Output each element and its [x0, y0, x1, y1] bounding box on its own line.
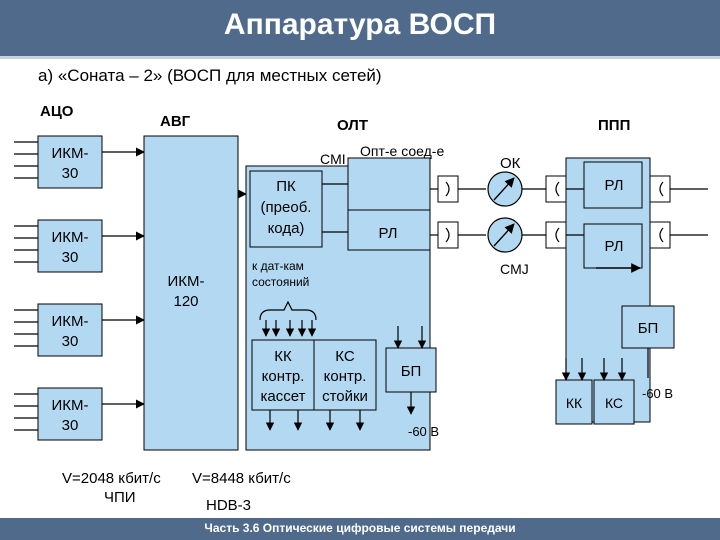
optical-connection-box [347, 157, 431, 211]
ks-label-line2: контр. [324, 368, 367, 385]
ks-label: КС [605, 395, 623, 411]
rl-label: РЛ [604, 238, 623, 255]
kk-label-line2: контр. [262, 368, 305, 385]
sensors-brace [259, 300, 317, 321]
olt-bp-box: БП [385, 347, 437, 393]
olt-rl-box: РЛ [347, 209, 431, 251]
input-lines [14, 141, 38, 431]
ppp-input-box-1 [545, 175, 567, 203]
ikm30-label-line2: 30 [62, 333, 79, 350]
ikm120-block: ИКМ- 120 [143, 135, 239, 451]
block-diagram: АЦО АВГ ОЛТ ППП ИКМ- 30 ИКМ- 30 ИКМ- 30 … [14, 103, 708, 514]
olt-bp-arrows [393, 326, 427, 415]
ikm30-label-line1: ИКМ- [51, 229, 88, 246]
subtitle: а) «Соната – 2» (ВОСП для местных сетей) [38, 66, 382, 85]
ppp-kk-box: КК [555, 379, 593, 425]
pk-box: ПК (преоб. кода) [249, 170, 323, 248]
kk-label-line3: кассет [261, 388, 306, 405]
optical-cable-icon-2 [487, 217, 523, 253]
footer-bar: Часть 3.6 Оптические цифровые системы пе… [0, 518, 720, 540]
sensor-arrows [261, 320, 317, 337]
section-label-acu: АЦО [40, 103, 74, 120]
ks-label: КС [335, 348, 355, 365]
sensors-label-line2: состояний [252, 275, 309, 289]
ikm30-label-line1: ИКМ- [51, 397, 88, 414]
pk-label-line1: ПК [276, 178, 296, 195]
rate-2048-label: V=2048 кбит/с [62, 470, 161, 487]
ppp-rl-box-2: РЛ [583, 223, 643, 269]
kk-ks-down-arrows [265, 410, 365, 431]
ppp-kk-ks-arrows [561, 358, 627, 381]
ikm30-label-line1: ИКМ- [51, 145, 88, 162]
ok-label: ОК [500, 155, 521, 172]
ikm30-label-line2: 30 [62, 249, 79, 266]
section-label-olt: ОЛТ [337, 117, 368, 134]
hdb3-label: HDB-3 [206, 497, 251, 514]
arrows-to-ikm120 [102, 147, 145, 409]
header-divider [0, 56, 720, 59]
ppp-rl-box-1: РЛ [583, 161, 643, 209]
page-title: Аппаратура ВОСП [223, 8, 497, 41]
ppp-minus60-label: -60 В [642, 386, 673, 401]
cmj-label: CMJ [500, 261, 529, 277]
ikm30-block-4: ИКМ- 30 [37, 387, 103, 441]
ppp-output-box-2 [649, 221, 671, 249]
optical-tx-box [437, 175, 459, 203]
ppp-output-box-1 [649, 175, 671, 203]
ikm30-block-2: ИКМ- 30 [37, 219, 103, 273]
rl-label: РЛ [604, 177, 623, 194]
ikm30-label-line2: 30 [62, 417, 79, 434]
ikm30-block-1: ИКМ- 30 [37, 135, 103, 189]
ks-box: КС контр. стойки [313, 339, 377, 411]
optical-connection-label: Опт-е соед-е [360, 143, 444, 159]
section-label-avg: АВГ [160, 113, 191, 130]
sensors-label-line1: к дат-кам [252, 259, 304, 273]
kk-label: КК [566, 395, 583, 411]
ppp-ks-box: КС [593, 379, 635, 425]
ikm120-label-line1: ИКМ- [167, 273, 204, 290]
olt-minus60-label: -60 В [408, 424, 439, 439]
ikm30-block-3: ИКМ- 30 [37, 303, 103, 357]
footer-text: Часть 3.6 Оптические цифровые системы пе… [204, 521, 516, 535]
chpi-label: ЧПИ [104, 489, 136, 506]
ikm120-label-line2: 120 [173, 293, 198, 310]
kk-box: КК контр. кассет [251, 339, 315, 411]
kk-label: КК [274, 348, 292, 365]
ppp-bp-box: БП [621, 305, 675, 349]
section-label-ppp: ППП [598, 117, 630, 134]
cmi-label: CMI [320, 151, 346, 167]
ppp-input-box-2 [545, 221, 567, 249]
bp-label: БП [638, 320, 659, 337]
bp-label: БП [401, 363, 422, 380]
optical-cable-icon-1 [487, 171, 523, 207]
pk-label-line3: кода) [268, 220, 305, 237]
ikm30-label-line1: ИКМ- [51, 313, 88, 330]
optical-rx-box [437, 221, 459, 249]
ikm30-label-line2: 30 [62, 165, 79, 182]
rl-label: РЛ [378, 225, 397, 242]
ks-label-line3: стойки [322, 388, 368, 405]
pk-label-line2: (преоб. [261, 199, 312, 216]
rate-8448-label: V=8448 кбит/с [192, 470, 291, 487]
header-bar: Аппаратура ВОСП [0, 0, 720, 56]
